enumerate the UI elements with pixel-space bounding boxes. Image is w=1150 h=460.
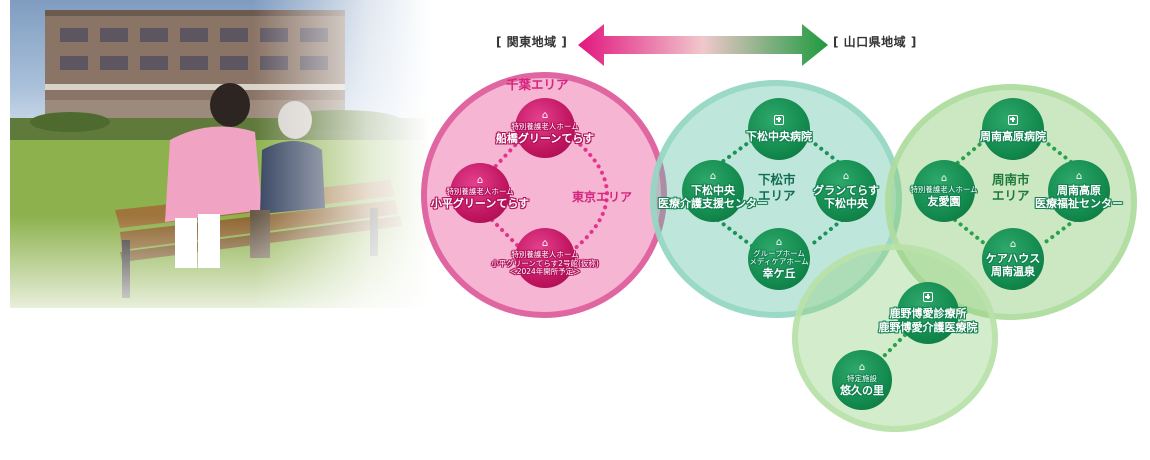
yuaien-node: ⌂ 特別養護老人ホーム 友愛園 xyxy=(910,160,978,222)
kudamatsu-center-node: ⌂ 下松中央 医療介護支援センター xyxy=(658,160,768,222)
hero-photo xyxy=(10,0,430,308)
house-icon: ⌂ xyxy=(709,170,717,182)
kogaoka-type1: グループホーム xyxy=(753,248,805,258)
house-icon: ⌂ xyxy=(1009,238,1017,250)
region-double-arrow xyxy=(578,24,828,66)
kodaira2-type: 特別養護老人ホーム xyxy=(511,250,579,260)
kogaoka-node: ⌂ グループホーム メディケアホーム 幸ケ丘 xyxy=(748,228,810,290)
shunan-center-name2: 医療福祉センター xyxy=(1035,197,1123,210)
kodaira-node: ⌂ 特別養護老人ホーム 小平グリーンてらす xyxy=(431,163,529,223)
grand-terrace-name1: グランてらす xyxy=(813,183,879,197)
kodaira2-node: ⌂ 特別養護老人ホーム 小平グリーンてらす2号館(仮称) ＜2024年開所予定＞ xyxy=(491,228,599,288)
yuaien-name: 友愛園 xyxy=(927,194,961,208)
yuaien-type: 特別養護老人ホーム xyxy=(910,185,978,195)
funabashi-node: ⌂ 特別養護老人ホーム 船橋グリーンてらす xyxy=(496,98,594,158)
house-icon: ⌂ xyxy=(775,236,783,248)
cross-icon xyxy=(1008,114,1018,128)
region-kanto-label: [ 関東地域 ] xyxy=(496,35,568,49)
care-house-node: ⌂ ケアハウス 周南温泉 xyxy=(982,228,1044,290)
kano-clinic-node: 鹿野博愛診療所 鹿野博愛介護医療院 xyxy=(879,282,978,344)
region-yamaguchi-label: [ 山口県地域 ] xyxy=(833,35,917,49)
kano-area-circle xyxy=(792,244,998,432)
house-icon: ⌂ xyxy=(541,238,549,250)
kudamatsu-area-label: 下松市 エリア xyxy=(758,172,796,203)
yukyu-type: 特定施設 xyxy=(847,374,877,384)
kudamatsu-hospital-name: 下松中央病院 xyxy=(746,129,812,143)
shunan-area-line1: 周南市 xyxy=(992,172,1030,187)
kano-clinic-name1: 鹿野博愛診療所 xyxy=(889,307,967,321)
tokyo-area-label: 東京エリア xyxy=(572,190,633,204)
kogaoka-name: 幸ケ丘 xyxy=(762,267,796,281)
cross-icon xyxy=(774,114,784,128)
kodaira-type: 特別養護老人ホーム xyxy=(446,187,514,197)
grand-terrace-node: ⌂ グランてらす 下松中央 xyxy=(813,160,879,222)
kogaoka-type2: メディケアホーム xyxy=(749,257,809,267)
shunan-hospital-node: 周南高原病院 xyxy=(980,98,1046,160)
shunan-area-line2: エリア xyxy=(992,187,1030,203)
yukyu-name: 悠久の里 xyxy=(840,383,884,397)
funabashi-name: 船橋グリーンてらす xyxy=(495,131,595,145)
kudamatsu-center-name2: 医療介護支援センター xyxy=(658,197,768,210)
kodaira2-opening-note: ＜2024年開所予定＞ xyxy=(509,267,581,277)
house-icon: ⌂ xyxy=(858,362,866,374)
house-icon: ⌂ xyxy=(541,110,549,122)
chiba-area-label: 千葉エリア xyxy=(506,77,569,92)
grand-terrace-name2: 下松中央 xyxy=(824,197,868,210)
kodaira2-name: 小平グリーンてらす2号館(仮称) xyxy=(491,258,599,268)
kodaira-name: 小平グリーンてらす xyxy=(430,196,530,210)
house-icon: ⌂ xyxy=(940,173,948,185)
house-icon: ⌂ xyxy=(476,175,484,187)
shunan-center-node: ⌂ 周南高原 医療福祉センター xyxy=(1035,160,1123,222)
funabashi-type: 特別養護老人ホーム xyxy=(511,122,579,132)
cross-icon xyxy=(923,292,933,305)
house-icon: ⌂ xyxy=(1075,170,1083,182)
kudamatsu-area-line2: エリア xyxy=(758,187,796,203)
yukyu-node: ⌂ 特定施設 悠久の里 xyxy=(832,350,892,410)
kudamatsu-hospital-node: 下松中央病院 xyxy=(746,98,812,160)
shunan-center-name1: 周南高原 xyxy=(1057,183,1101,197)
shunan-hospital-name: 周南高原病院 xyxy=(980,129,1046,143)
care-house-name1: ケアハウス xyxy=(985,251,1041,265)
shunan-area-label: 周南市 エリア xyxy=(992,172,1030,203)
care-house-name2: 周南温泉 xyxy=(991,265,1035,278)
kudamatsu-center-name1: 下松中央 xyxy=(691,183,735,197)
house-icon: ⌂ xyxy=(842,170,850,182)
kudamatsu-area-line1: 下松市 xyxy=(758,172,796,187)
kano-clinic-name2: 鹿野博愛介護医療院 xyxy=(878,320,978,334)
